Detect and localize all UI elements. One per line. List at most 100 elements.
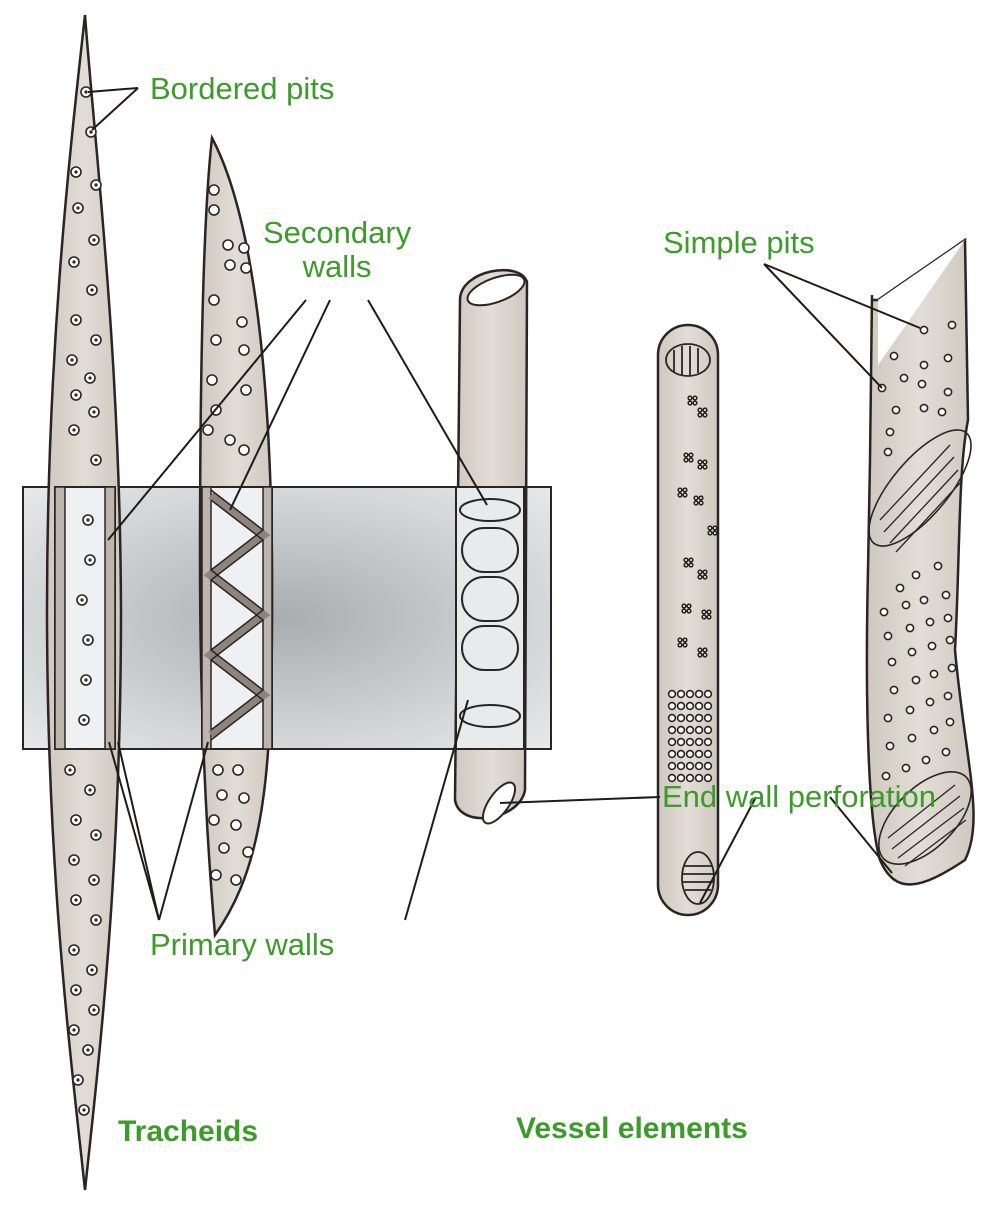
tracheid-pit bbox=[237, 317, 247, 327]
bordered-pit-aperture bbox=[86, 638, 89, 641]
vessel-pit bbox=[678, 739, 685, 746]
simple-pit bbox=[886, 742, 893, 749]
vessel-pit bbox=[696, 715, 703, 722]
label-secondary-walls: Secondary walls bbox=[263, 216, 411, 284]
vessel-pit-dot bbox=[698, 460, 702, 464]
simple-pit bbox=[926, 698, 933, 705]
vessel-pit bbox=[669, 691, 676, 698]
vessel-pit bbox=[669, 763, 676, 770]
vessel-pit bbox=[696, 763, 703, 770]
bordered-pit-aperture bbox=[74, 318, 77, 321]
tracheid-pit bbox=[239, 345, 249, 355]
vessel-pit bbox=[687, 703, 694, 710]
vessel-pit-dot bbox=[693, 396, 697, 400]
simple-pit bbox=[890, 352, 897, 359]
simple-pit bbox=[884, 632, 891, 639]
vessel-pit bbox=[669, 727, 676, 734]
vessel-pit bbox=[696, 727, 703, 734]
tracheid-pit bbox=[209, 295, 219, 305]
simple-pit bbox=[930, 670, 937, 677]
simple-pit bbox=[920, 361, 927, 368]
vessel-pit bbox=[705, 751, 712, 758]
bordered-pit-aperture bbox=[86, 1048, 89, 1051]
simple-pit bbox=[944, 614, 951, 621]
vessel-pit bbox=[669, 715, 676, 722]
simple-pit bbox=[880, 608, 887, 615]
vessel-pit-dot bbox=[689, 453, 693, 457]
tracheid-pit bbox=[213, 765, 223, 775]
vessel-pit-dot bbox=[698, 575, 702, 579]
vessel-pit-dot bbox=[689, 558, 693, 562]
vessel-pit bbox=[669, 739, 676, 746]
bordered-pit-aperture bbox=[90, 968, 93, 971]
vessel-pit bbox=[678, 763, 685, 770]
vessel-pit-dot bbox=[699, 501, 703, 505]
bordered-pit-aperture bbox=[92, 1008, 95, 1011]
simple-pit bbox=[920, 596, 927, 603]
tracheid-pit bbox=[239, 243, 249, 253]
bordered-pit-aperture bbox=[70, 358, 73, 361]
tracheid-pit bbox=[203, 425, 213, 435]
simple-pit bbox=[944, 692, 951, 699]
vessel-pit-dot bbox=[682, 604, 686, 608]
vessel-pit-dot bbox=[683, 643, 687, 647]
bordered-pit-aperture bbox=[89, 130, 92, 133]
vessel-pit bbox=[687, 727, 694, 734]
label-end-wall-perforation: End wall perforation bbox=[662, 780, 936, 814]
simple-pit bbox=[942, 591, 949, 598]
vessel-pit bbox=[705, 727, 712, 734]
vessel-pit-dot bbox=[698, 465, 702, 469]
vessel-pit-dot bbox=[708, 526, 712, 530]
vessel-pit-dot bbox=[702, 615, 706, 619]
bordered-pit-aperture bbox=[76, 1078, 79, 1081]
bordered-pit-aperture bbox=[82, 718, 85, 721]
vessel-pit-dot bbox=[684, 563, 688, 567]
simple-pit bbox=[918, 380, 925, 387]
simple-pit bbox=[906, 624, 913, 631]
vessel-pit-dot bbox=[713, 531, 717, 535]
bordered-pit-aperture bbox=[72, 1028, 75, 1031]
vessel-pit-dot bbox=[698, 408, 702, 412]
label-primary-walls: Primary walls bbox=[150, 928, 334, 962]
vessel-pit bbox=[696, 751, 703, 758]
vessel-pit-dot bbox=[703, 575, 707, 579]
vessel-pit bbox=[705, 739, 712, 746]
vessel-element-2 bbox=[658, 325, 718, 915]
vessel-pit bbox=[669, 703, 676, 710]
vessel-pit bbox=[669, 751, 676, 758]
vessel-pit-dot bbox=[698, 413, 702, 417]
bordered-pit-aperture bbox=[88, 558, 91, 561]
simple-pit bbox=[912, 571, 919, 578]
vessel-pit bbox=[687, 739, 694, 746]
bordered-pit-aperture bbox=[86, 518, 89, 521]
simple-pit bbox=[946, 636, 953, 643]
bordered-pit-aperture bbox=[94, 458, 97, 461]
vessel-pit-dot bbox=[694, 501, 698, 505]
simple-pit bbox=[896, 584, 903, 591]
simple-pit bbox=[922, 756, 929, 763]
simple-pit bbox=[884, 448, 891, 455]
vessel-pit-dot bbox=[683, 488, 687, 492]
simple-pit bbox=[946, 718, 953, 725]
tracheid-pit bbox=[217, 790, 227, 800]
vessel-pit bbox=[678, 715, 685, 722]
vessel-pit-dot bbox=[713, 526, 717, 530]
tracheid-pit bbox=[211, 870, 221, 880]
simple-pit bbox=[890, 686, 897, 693]
simple-pit bbox=[902, 601, 909, 608]
simple-pit bbox=[906, 706, 913, 713]
tracheid-pit bbox=[233, 765, 243, 775]
vessel-pit bbox=[696, 691, 703, 698]
bordered-pit-aperture bbox=[92, 410, 95, 413]
simple-pit bbox=[892, 406, 899, 413]
vessel-pit-dot bbox=[699, 496, 703, 500]
tracheid-pit bbox=[225, 260, 235, 270]
vessel-pit-dot bbox=[682, 609, 686, 613]
vessel-pit bbox=[705, 715, 712, 722]
bordered-pit-aperture bbox=[72, 948, 75, 951]
bordered-pit-aperture bbox=[74, 898, 77, 901]
vessel-pit bbox=[687, 691, 694, 698]
vessel-pit-dot bbox=[703, 413, 707, 417]
tracheid-pit bbox=[209, 185, 219, 195]
